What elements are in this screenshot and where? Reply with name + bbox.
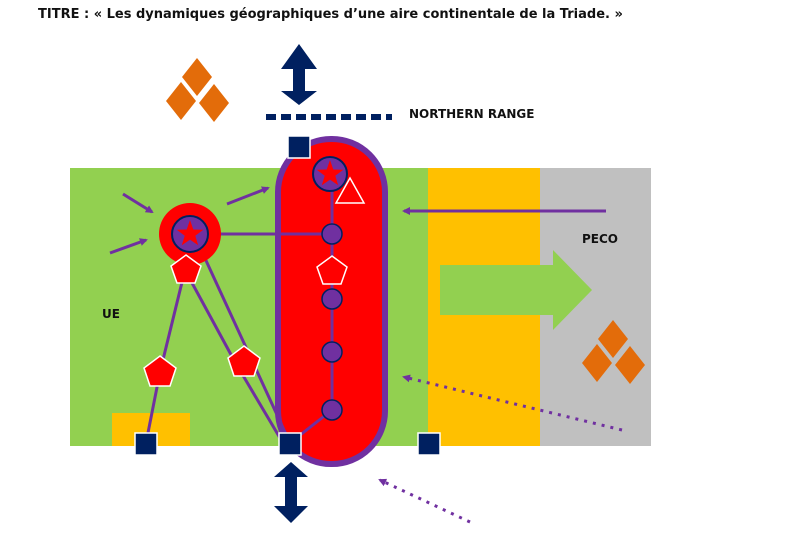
port-square-icon xyxy=(287,135,311,159)
triangle-icon xyxy=(334,176,366,204)
peco-label: PECO xyxy=(582,232,618,246)
city-dot xyxy=(321,399,343,421)
east-west-flow-arrow xyxy=(440,250,592,330)
axis-metropolis-star-icon xyxy=(316,160,344,186)
page-title: TITRE : « Les dynamiques géographiques d… xyxy=(38,7,623,22)
pentagon-icon xyxy=(170,254,202,284)
flow-arrows xyxy=(109,186,606,255)
pentagon-icon xyxy=(316,255,348,285)
double-arrow-icon xyxy=(281,44,317,105)
dotted-flow-arrows xyxy=(378,374,623,524)
port-square-icon xyxy=(278,432,302,456)
city-dot xyxy=(321,288,343,310)
diamond-cluster-icon xyxy=(582,320,645,384)
ue-label: UE xyxy=(102,307,120,321)
ports xyxy=(134,135,441,456)
port-square-icon xyxy=(417,432,441,456)
double-arrow-icon xyxy=(274,462,308,523)
city-dot xyxy=(321,223,343,245)
city-dot xyxy=(321,341,343,363)
northern-range-label: NORTHERN RANGE xyxy=(409,107,534,121)
metropolis-star-icon xyxy=(176,220,204,246)
pentagon-icon xyxy=(227,345,261,377)
diamond-cluster-icon xyxy=(166,58,229,122)
pentagon-icon xyxy=(143,355,177,387)
port-square-icon xyxy=(134,432,158,456)
axis-cities xyxy=(321,223,343,421)
